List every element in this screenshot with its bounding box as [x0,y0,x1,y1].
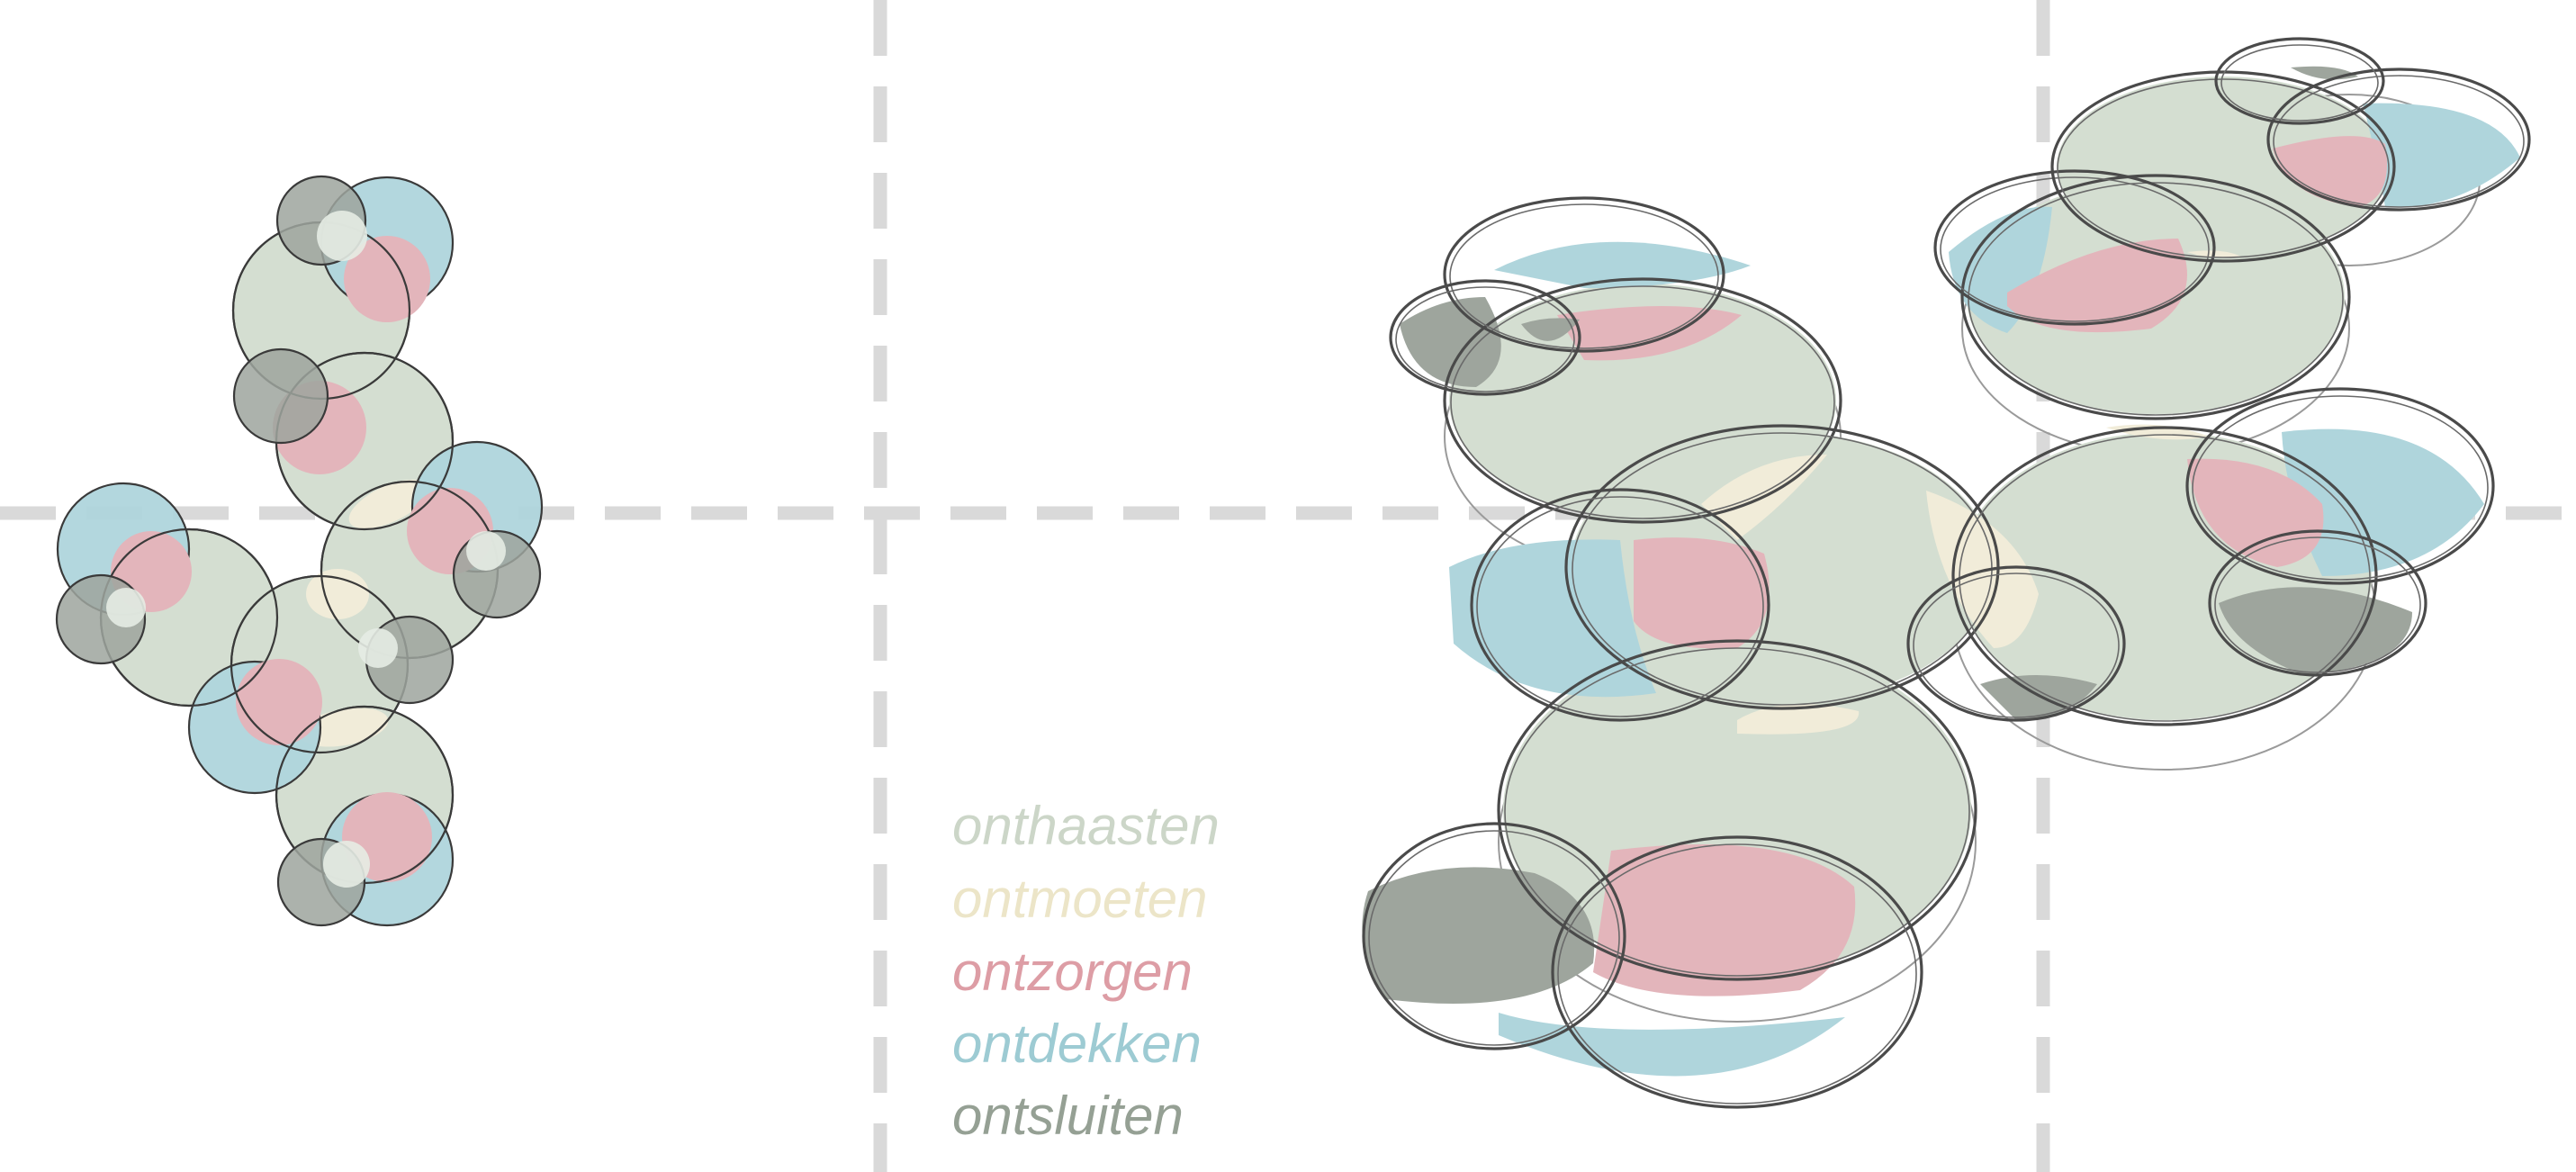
legend-item-ontsluiten: ontsluiten [952,1086,1184,1146]
axonometric-view [1362,37,2531,1109]
legend-item-ontdekken: ontdekken [952,1014,1202,1074]
ontzorgen-platforms [1557,136,2387,996]
legend: onthaasten ontmoeten ontzorgen ontdekken… [952,796,1220,1146]
platform-rings [1362,37,2531,1109]
light-overlaps [106,211,506,888]
legend-item-onthaasten: onthaasten [952,796,1220,856]
ontmoeten-overlaps [299,356,429,747]
legend-item-ontmoeten: ontmoeten [952,869,1208,929]
plan-view [55,175,544,927]
legend-item-ontzorgen: ontzorgen [952,942,1193,1002]
